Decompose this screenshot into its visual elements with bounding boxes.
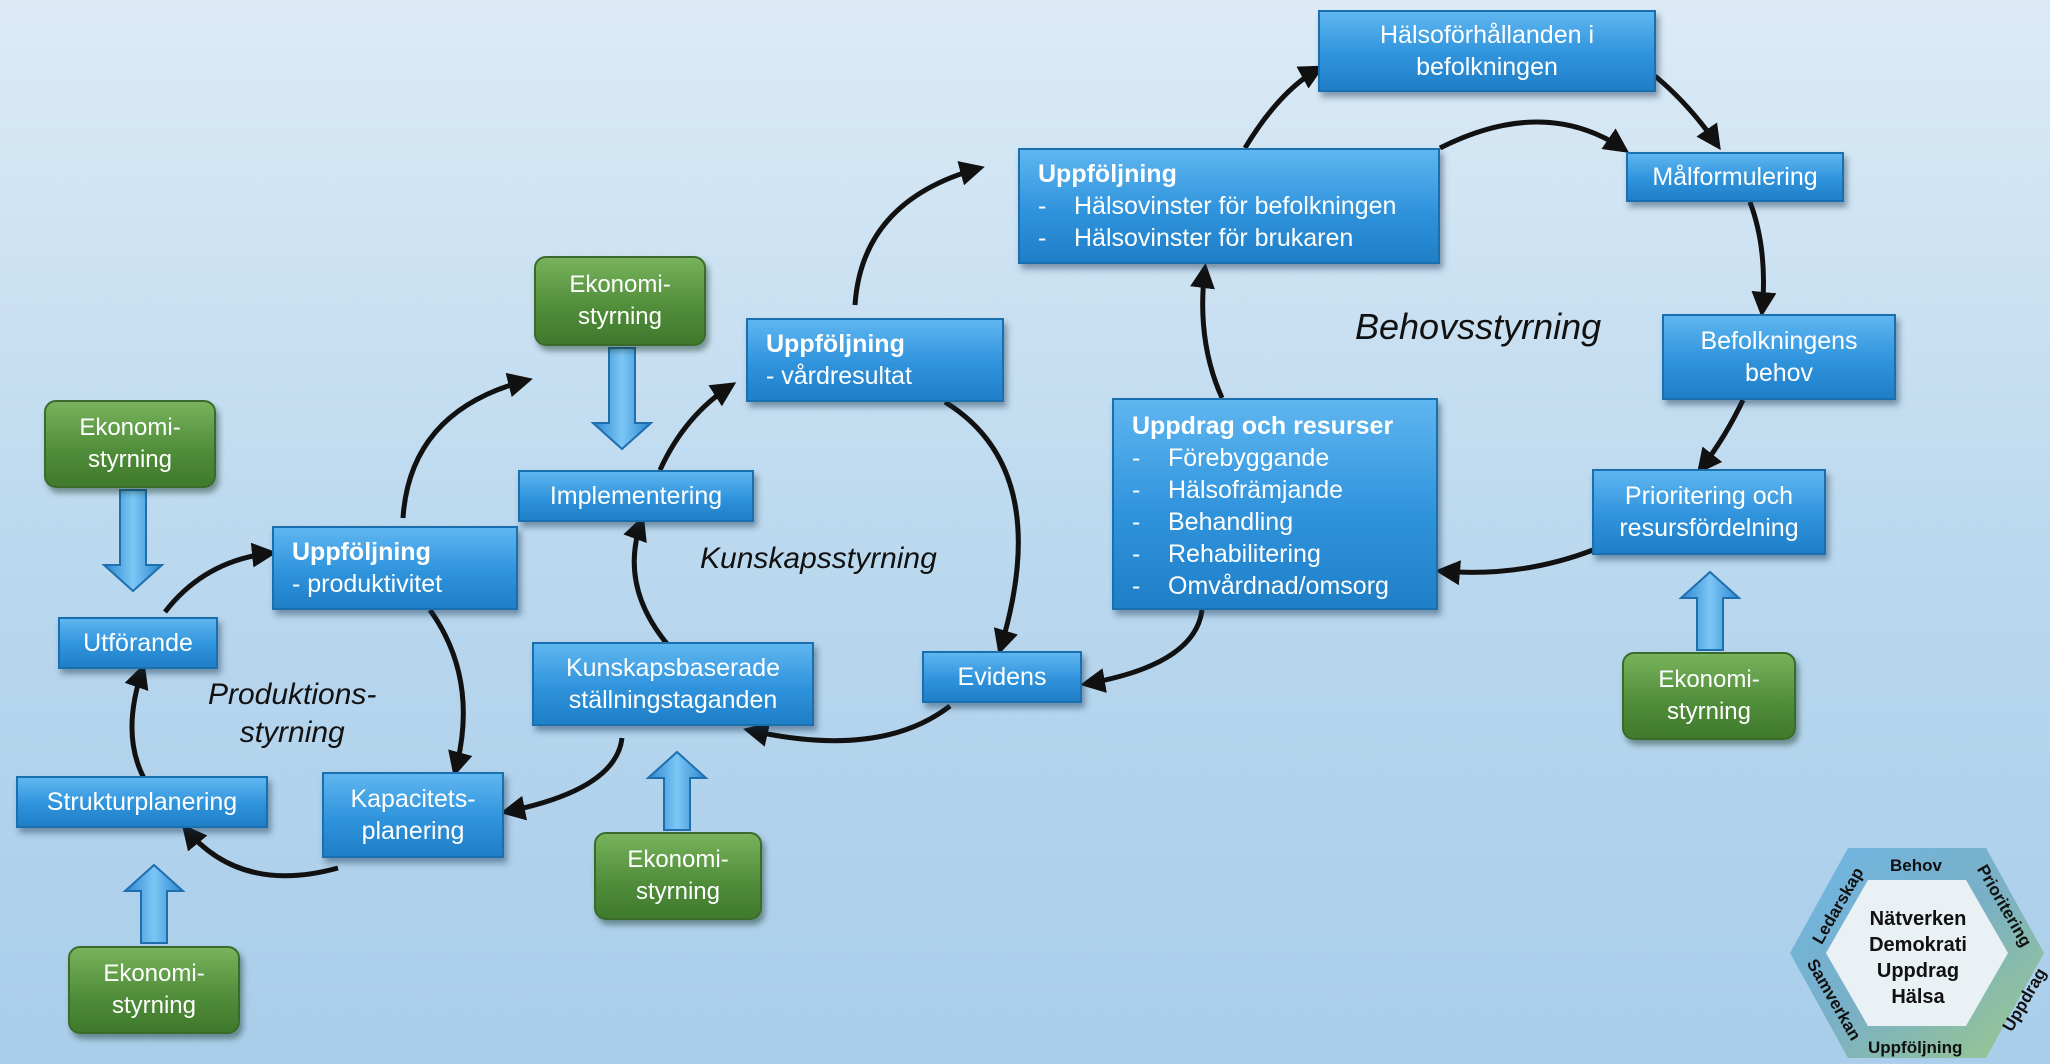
arrow-utforande-to-uppfprod — [163, 542, 277, 614]
list-item: -Behandling — [1132, 508, 1294, 536]
blue-arrow-up-2 — [645, 750, 709, 831]
arrow-malform-to-befbehov — [1747, 201, 1777, 317]
ekonomistyrning-box: Ekonomi-styrning — [594, 832, 762, 920]
box-uppfoljning-halsovinster: Uppföljning -Hälsovinster för befolkning… — [1018, 148, 1440, 264]
box-malformulering: Målformulering — [1626, 152, 1844, 202]
box-kunskapsbaserade: Kunskapsbaserade ställningstaganden — [532, 642, 814, 726]
arrow-uppdrag-to-uppf — [1190, 263, 1225, 400]
box-befolkningens-behov: Befolkningens behov — [1662, 314, 1896, 400]
hexagon-center: Nätverken Demokrati Uppdrag Hälsa — [1869, 908, 1967, 1008]
box-evidens: Evidens — [922, 651, 1082, 703]
label-behovsstyrning: Behovsstyrning — [1355, 306, 1602, 347]
blue-arrow-up-3 — [1678, 570, 1742, 651]
box-uppfoljning-vardresultat: Uppföljning - vårdresultat — [746, 318, 1004, 402]
list-item: -Hälsovinster för befolkningen — [1038, 192, 1397, 220]
ekonomistyrning-box: Ekonomi-styrning — [534, 256, 706, 346]
blue-arrow-down-1 — [101, 489, 165, 593]
list-item: -Omvårdnad/omsorg — [1132, 572, 1389, 600]
label-kunskapsstyrning: Kunskapsstyrning — [700, 542, 937, 575]
list-item: -Förebyggande — [1132, 444, 1330, 472]
blue-arrow-down-2 — [590, 347, 654, 451]
arrow-uppf-loop — [1438, 119, 1630, 153]
uppfoljning-sub: - vårdresultat — [766, 362, 912, 390]
box-halsoforhallanden: Hälsoförhållanden i befolkningen — [1318, 10, 1656, 92]
arrow-uppfvard-up — [852, 161, 985, 306]
uppdrag-title: Uppdrag och resurser — [1132, 412, 1394, 440]
uppfoljning-sub: - produktivitet — [292, 570, 443, 598]
ekonomistyrning-box: Ekonomi-styrning — [1622, 652, 1796, 740]
uppfoljning-title: Uppföljning — [766, 330, 905, 358]
box-implementering: Implementering — [518, 470, 754, 522]
arrow-evidens-to-kunskap — [743, 704, 952, 747]
box-uppdrag-resurser: Uppdrag och resurser -Förebyggande -Häls… — [1112, 398, 1438, 610]
box-prioritering: Prioritering och resursfördelning — [1592, 469, 1826, 555]
box-utforande: Utförande — [58, 617, 218, 669]
arrow-kunskap-to-kapacitet — [500, 737, 625, 821]
box-kapacitetsplanering: Kapacitets- planering — [322, 772, 504, 858]
arrow-befbehov-to-prio — [1696, 398, 1746, 474]
blue-arrow-up-1 — [122, 863, 186, 944]
uppfoljning-title: Uppföljning — [1038, 160, 1177, 188]
list-item: -Rehabilitering — [1132, 540, 1321, 568]
arrow-struktur-to-utforande — [124, 663, 149, 782]
hexagon-logo — [1790, 848, 2044, 1058]
arrow-implement-to-uppfvard — [657, 382, 737, 472]
uppfoljning-title: Uppföljning — [292, 538, 431, 566]
ekonomistyrning-box: Ekonomi-styrning — [68, 946, 240, 1034]
arrow-uppf-to-halso — [1242, 65, 1325, 150]
arrow-prio-to-uppdrag — [1435, 547, 1594, 586]
arrow-halso-to-malform — [1653, 74, 1721, 151]
arrow-uppdrag-to-evidens — [1080, 609, 1205, 693]
hex-label-behov: Behov — [1890, 856, 1942, 875]
arrow-kapacitet-to-struktur — [181, 824, 339, 879]
box-uppfoljning-produktivitet: Uppföljning - produktivitet — [272, 526, 518, 610]
label-produktionsstyrning: Produktions- styrning — [208, 678, 377, 749]
arrow-kunskap-to-implement — [623, 515, 670, 647]
ekonomistyrning-box: Ekonomi-styrning — [44, 400, 216, 488]
arrow-uppfvard-to-evidens — [943, 399, 1021, 655]
arrow-uppfprod-to-kapacitet — [427, 608, 473, 777]
list-item: -Hälsovinster för brukaren — [1038, 224, 1354, 252]
hex-label-uppfoljning: Uppföljning — [1868, 1038, 1963, 1057]
arrow-uppfprod-up — [400, 372, 533, 519]
list-item: -Hälsofrämjande — [1132, 476, 1344, 504]
box-strukturplanering: Strukturplanering — [16, 776, 268, 828]
